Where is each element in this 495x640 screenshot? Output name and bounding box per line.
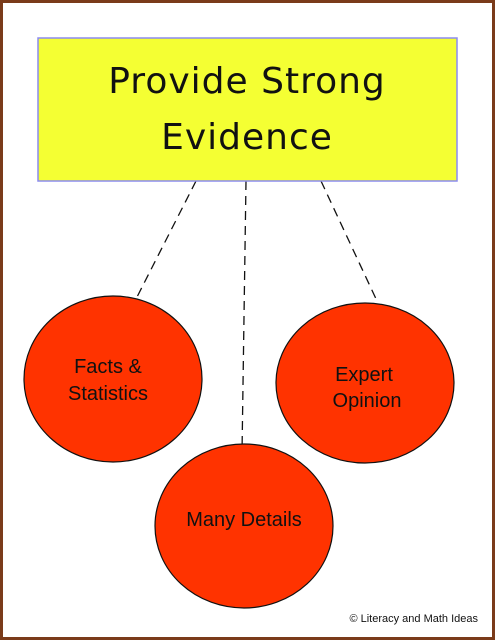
- copyright-text: © Literacy and Math Ideas: [349, 613, 478, 625]
- expert-label-line-2: Opinion: [333, 390, 402, 412]
- title-line-2: Evidence: [161, 117, 333, 158]
- connector-details: [241, 180, 247, 454]
- facts-label-line-2: Statistics: [68, 383, 148, 405]
- many-details-circle: [154, 443, 334, 609]
- title-line-1: Provide Strong: [108, 61, 386, 102]
- facts-label-line-1: Facts &: [74, 356, 142, 378]
- facts-statistics-circle: [23, 295, 203, 463]
- title-box: [37, 37, 458, 182]
- expert-opinion-circle: [275, 302, 455, 464]
- expert-label-line-1: Expert: [335, 364, 393, 386]
- diagram-canvas: Provide Strong Evidence Facts & Statisti…: [23, 37, 458, 609]
- connector-expert: [320, 180, 378, 302]
- details-label: Many Details: [186, 509, 302, 531]
- connector-facts: [135, 180, 197, 300]
